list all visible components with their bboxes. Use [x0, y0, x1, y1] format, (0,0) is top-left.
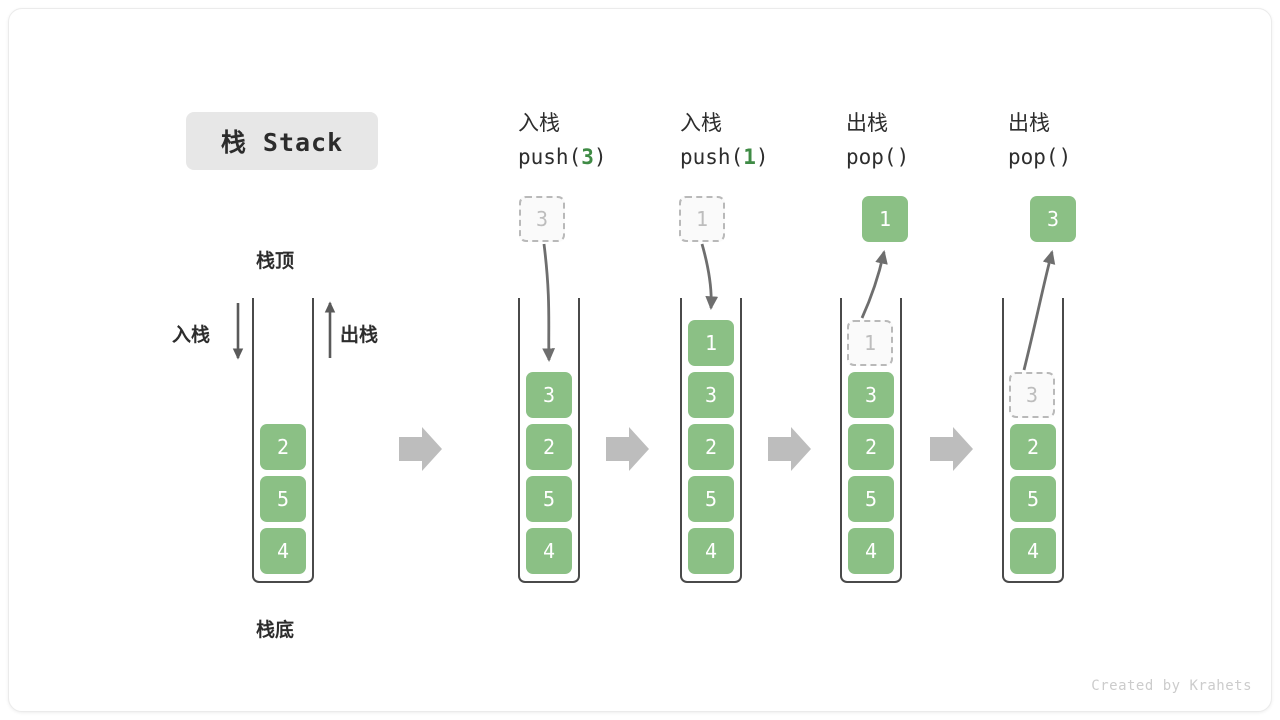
op-code-prefix: push(: [680, 145, 744, 169]
push-direction-label: 入栈: [172, 324, 211, 346]
stack-container-push-1: [680, 298, 742, 583]
stack-top-label: 栈顶: [256, 250, 295, 272]
stack-bottom-label: 栈底: [256, 619, 295, 641]
popped-cell-3: 3: [1030, 196, 1076, 242]
op-header-pop-1: 出栈 pop(): [846, 106, 909, 174]
op-code-suffix: ): [896, 145, 910, 169]
op-header-cjk: 入栈: [680, 111, 722, 135]
op-header-pop-3: 出栈 pop(): [1008, 106, 1071, 174]
stack-cell: 3: [848, 372, 894, 418]
op-code-prefix: pop(: [1008, 145, 1059, 169]
stack-cell: 4: [688, 528, 734, 574]
stack-cell: 5: [848, 476, 894, 522]
stack-cell: 4: [260, 528, 306, 574]
op-code-suffix: ): [1058, 145, 1072, 169]
popped-cell-1: 1: [862, 196, 908, 242]
op-header-cjk: 出栈: [846, 111, 888, 135]
stack-cell: 3: [526, 372, 572, 418]
stack-cell: 5: [260, 476, 306, 522]
stack-container-initial: [252, 298, 314, 583]
ghost-cell-push-3: 3: [519, 196, 565, 242]
stack-cell: 2: [526, 424, 572, 470]
stack-cell: 1: [688, 320, 734, 366]
stack-cell: 2: [1010, 424, 1056, 470]
ghost-cell-pop-3: 3: [1009, 372, 1055, 418]
stack-container-push-3: [518, 298, 580, 583]
stack-cell: 3: [688, 372, 734, 418]
pop-direction-label: 出栈: [340, 324, 379, 346]
stack-cell: 2: [688, 424, 734, 470]
stack-cell: 5: [1010, 476, 1056, 522]
credit-text: Created by Krahets: [1091, 678, 1252, 694]
op-header-cjk: 入栈: [518, 111, 560, 135]
stack-cell: 2: [848, 424, 894, 470]
op-code-arg: 1: [743, 145, 756, 169]
op-code-suffix: ): [755, 145, 769, 169]
stack-cell: 4: [1010, 528, 1056, 574]
stack-cell: 4: [848, 528, 894, 574]
op-header-push-1: 入栈 push(1): [680, 106, 769, 174]
op-code-prefix: push(: [518, 145, 582, 169]
page-title: 栈 Stack: [186, 112, 378, 170]
op-code-arg: 3: [581, 145, 594, 169]
ghost-cell-push-1: 1: [679, 196, 725, 242]
op-header-cjk: 出栈: [1008, 111, 1050, 135]
stack-cell: 4: [526, 528, 572, 574]
stack-cell: 2: [260, 424, 306, 470]
ghost-cell-pop-1: 1: [847, 320, 893, 366]
stack-container-pop-1: [840, 298, 902, 583]
stack-cell: 5: [526, 476, 572, 522]
op-code-prefix: pop(: [846, 145, 897, 169]
op-code-suffix: ): [593, 145, 607, 169]
op-header-push-3: 入栈 push(3): [518, 106, 607, 174]
stack-container-pop-3: [1002, 298, 1064, 583]
stack-cell: 5: [688, 476, 734, 522]
